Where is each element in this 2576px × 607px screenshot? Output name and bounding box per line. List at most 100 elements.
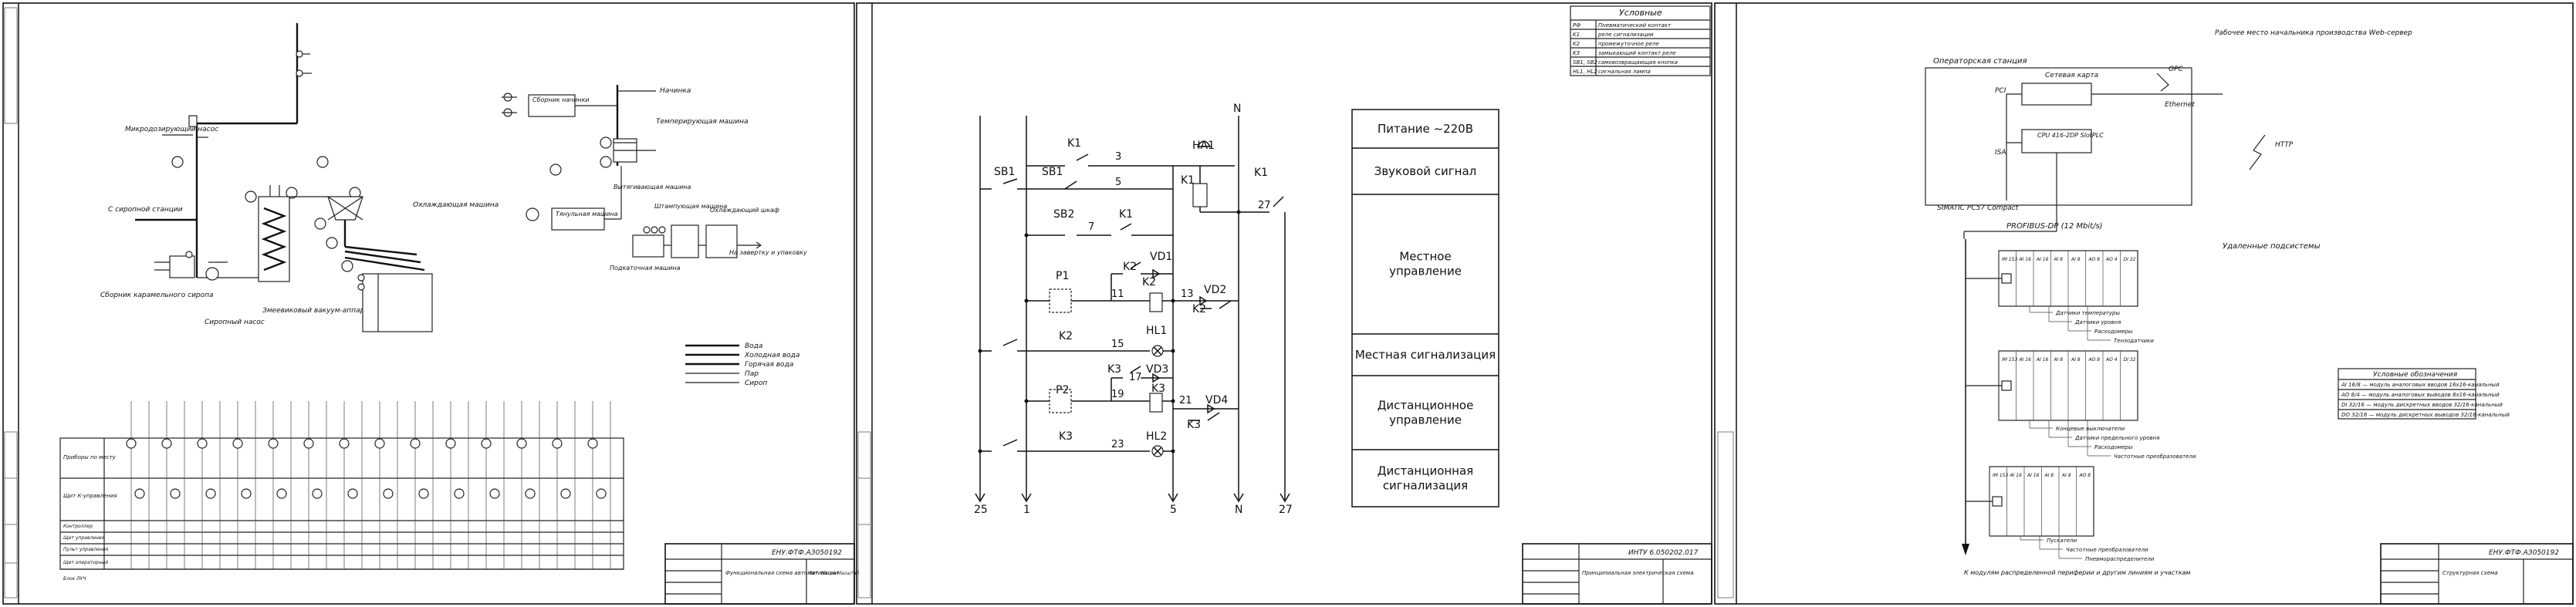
wire-13: 13 <box>1181 288 1194 300</box>
module-legend-do: DO 32/16 — модуль дискретных выводов 32/… <box>2341 412 2510 418</box>
comp-sb1-right: SB1 <box>1042 166 1063 178</box>
label-pump-top: Микродозирующий насос <box>125 126 218 133</box>
comp-n: N <box>1233 103 1241 115</box>
table-row-k-panel: Щит К-управления <box>63 493 117 499</box>
label-syrup-station: С сиропной станции <box>108 206 183 214</box>
panel-cell-line: сигнализация <box>1383 479 1468 493</box>
rack-module-label: IM 153 <box>2002 357 2017 363</box>
rack-module-label: AI 8 <box>2054 357 2064 363</box>
wire-11: 11 <box>1111 288 1124 300</box>
terminal-25: 25 <box>974 504 988 516</box>
instrument-circle <box>276 488 287 499</box>
comp-vd3: VD3 <box>1146 363 1168 376</box>
rack-module-label: AI 8 <box>2054 257 2064 262</box>
stamp-3-title: Структурная схема <box>2442 570 2498 576</box>
label-bottom-note: К модулям распределенной периферии и дру… <box>1964 569 2190 576</box>
rack-module-label: AI 16 <box>2027 473 2040 478</box>
rack-module-label: AO 8 <box>2079 473 2091 478</box>
table-row-controller: Контроллер <box>63 524 93 529</box>
rack-port <box>1992 496 2003 507</box>
sheet-1-frame <box>2 2 855 605</box>
instrument-circle <box>489 488 500 499</box>
instrument-circle <box>552 438 563 449</box>
rack-module-label: AO 8 <box>2088 257 2101 262</box>
dough-machine <box>551 207 605 231</box>
relay-legend-title: Условные <box>1619 8 1662 18</box>
panel-cell-line: управление <box>1389 265 1462 278</box>
panel-cell-line: Дистанционное <box>1378 399 1474 413</box>
relay-legend-code: K1 <box>1573 32 1580 38</box>
label-operator: Операторская станция <box>1933 57 2027 66</box>
instrument-circle <box>525 488 536 499</box>
rack-module-label: AI 8 <box>2071 357 2081 363</box>
instrument-circle <box>303 438 314 449</box>
comp-vd1: VD1 <box>1150 251 1172 263</box>
rack-module-label: AI 16 <box>2036 357 2049 363</box>
legend-item-cold-water: Холодная вода <box>744 352 800 359</box>
comp-k3-a: K3 <box>1107 363 1121 376</box>
stamp-2-title: Принципиальная электрическая схема <box>1582 570 1694 576</box>
instrument-circle <box>516 438 527 449</box>
signal-label: Частотные преобразователи <box>2114 454 2196 460</box>
panel-cell-1: Звуковой сигнал <box>1374 164 1477 178</box>
instrument-circle <box>410 438 421 449</box>
rack-module-label: AO 4 <box>2105 357 2118 363</box>
module-legend-ai: AI 16/8 — модуль аналоговых вводов 16х16… <box>2341 382 2500 388</box>
table-row-local: Приборы по месту <box>63 454 117 460</box>
label-http: HTTP <box>2275 141 2294 149</box>
sheet-1: Микродозирующий насос С сиропной станции… <box>2 2 860 605</box>
label-pci: PCI <box>1995 87 2006 95</box>
rack-module-label: DI 32 <box>2124 357 2136 363</box>
relay-legend-code: K3 <box>1573 50 1580 56</box>
instrument-circle <box>587 438 598 449</box>
label-remote: Удаленные подсистемы <box>2223 242 2321 251</box>
instrument-circle <box>232 438 243 449</box>
label-feeding: Подкаточная машина <box>610 265 681 271</box>
comp-k2-a: K2 <box>1123 261 1137 273</box>
terminal-1: 1 <box>1023 504 1030 516</box>
label-cpu: CPU 416-2DP SlotPLC <box>2037 132 2104 139</box>
title-block-2: ИНТУ 6.050202.017 Принципиальная электри… <box>1522 543 1712 605</box>
relay-legend-text: реле сигнализации <box>1597 32 1654 38</box>
comp-k3-c: K3 <box>1187 419 1201 431</box>
comp-k2-c: K2 <box>1192 303 1206 315</box>
label-filling: Начинка <box>660 87 691 95</box>
table-row-console: Пульт управления <box>63 547 109 552</box>
sheet-2-frame <box>856 2 1712 605</box>
rack-module-label: AI 8 <box>2061 473 2071 478</box>
relay-legend-code: K2 <box>1573 41 1580 47</box>
stamp-1-sheet: Лит. Масса Масштаб <box>808 571 860 576</box>
panel-cell-line: управление <box>1389 413 1462 427</box>
instrument-circle <box>339 438 350 449</box>
signal-label: Расходомеры <box>2094 444 2133 450</box>
rack-module-label: AI 16 <box>2010 473 2023 478</box>
wire-19: 19 <box>1111 389 1124 400</box>
label-network-card: Сетевая карта <box>2045 72 2098 79</box>
wire-7: 7 <box>1088 221 1094 233</box>
label-opc: OPC <box>2169 66 2184 73</box>
instrument-circle <box>170 488 181 499</box>
label-stamping: Штампующая машина <box>654 203 727 210</box>
table-row-luch: Блок ЛУЧ <box>63 576 86 582</box>
label-cooling: Охлаждающая машина <box>413 201 499 209</box>
module-legend: Условные обозначения AI 16/8 — модуль ан… <box>2338 368 2510 420</box>
label-workplace: Рабочее место начальника производства We… <box>2215 29 2412 37</box>
title-block-1: ЕНУ.ФТФ.АЗ050192 Функциональная схема ав… <box>664 543 860 605</box>
wire-17: 17 <box>1129 372 1142 383</box>
comp-k2-b: K2 <box>1142 276 1156 288</box>
comp-k2-d: K2 <box>1059 330 1073 342</box>
relay-legend-code: SB1, SB2 <box>1573 59 1597 66</box>
relay-legend-code: HL1, HL2 <box>1573 69 1597 75</box>
rack-module-label: AI 8 <box>2071 257 2081 262</box>
comp-k1-row7: K1 <box>1119 208 1133 221</box>
panel-cell-line: Звуковой сигнал <box>1374 164 1477 178</box>
panel-cell-3: Местная сигнализация <box>1355 348 1496 362</box>
rack-port <box>2001 380 2012 391</box>
signal-label: Частотные преобразователи <box>2066 547 2148 553</box>
label-pulling: Вытягивающая машина <box>614 184 691 191</box>
legend-item-water: Вода <box>745 342 762 350</box>
rack-module-label: AO 4 <box>2105 257 2118 262</box>
rack-module-label: AO 8 <box>2088 357 2101 363</box>
